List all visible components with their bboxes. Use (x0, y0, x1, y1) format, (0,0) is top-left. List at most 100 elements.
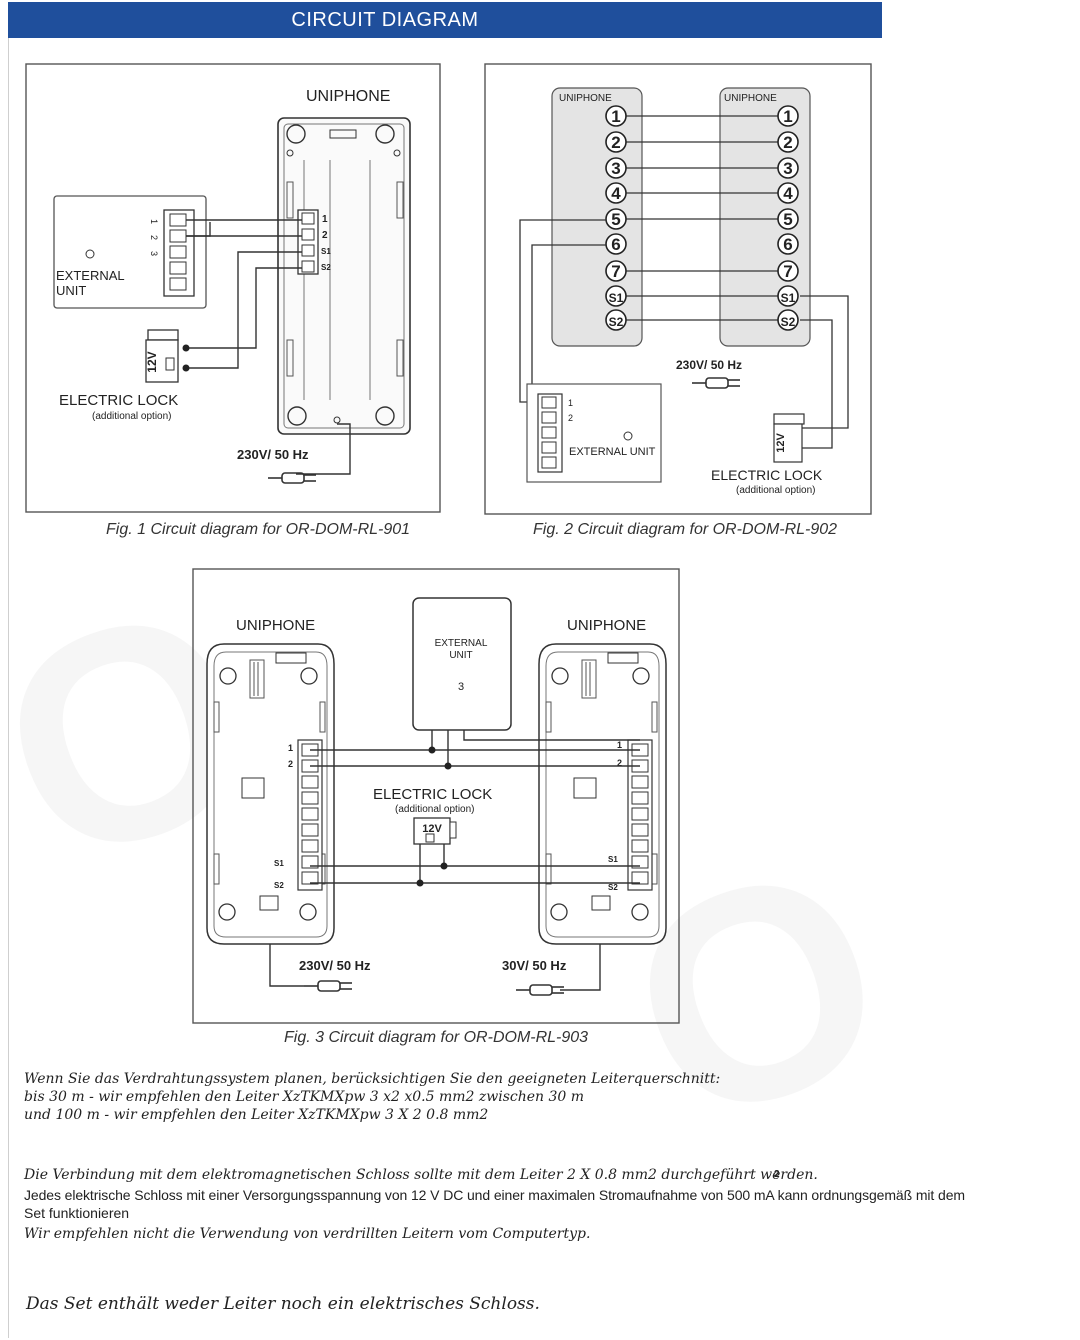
fig2-left-terminal-5: 5 (611, 210, 620, 229)
fig1-power-plug-icon (267, 472, 317, 484)
fig1-frame (25, 63, 441, 513)
fig3-frame (192, 568, 680, 1024)
fig1-external-terminal-1: 1 (149, 219, 159, 224)
note-cross-section: Wenn Sie das Verdrahtungssystem planen, … (24, 1071, 721, 1087)
fig1-electric-lock (145, 329, 179, 383)
fig3-external-unit-line2: UNIT (449, 650, 472, 661)
fig2-external-unit-label: EXTERNAL UNIT (569, 446, 656, 458)
fig3-uniphone-right-label: UNIPHONE (567, 617, 646, 634)
note-twisted-wires: Wir empfehlen nicht die Verwendung von v… (24, 1226, 591, 1242)
fig1-external-terminal-3: 3 (149, 251, 159, 256)
fig3-lock-voltage: 12V (422, 823, 442, 835)
fig2-left-terminal-1: 1 (611, 107, 620, 126)
footer-note: Das Set enthält weder Leiter noch ein el… (26, 1294, 540, 1314)
fig2-terminal-circle (605, 208, 627, 230)
header-title: CIRCUIT DIAGRAM (291, 8, 479, 31)
fig1-uniphone-label: UNIPHONE (306, 88, 390, 105)
fig2-terminal-circle (605, 182, 627, 204)
fig3-uniphone-right (538, 643, 667, 945)
fig3-right-terminal-2: 2 (617, 758, 622, 768)
fig3-external-unit-number: 3 (458, 681, 464, 693)
fig1-diagram: UNIPHONE 1 2 S1 S2 EXTER (25, 63, 441, 513)
fig2-terminal-circle (777, 182, 799, 204)
fig1-uniphone-terminal-s1: S1 (321, 247, 331, 256)
fig1-caption: Fig. 1 Circuit diagram for OR-DOM-RL-901 (106, 521, 411, 538)
fig3-left-terminal-s1: S1 (274, 859, 284, 868)
fig1-wires (186, 219, 351, 475)
fig1-electric-lock-label: ELECTRIC LOCK (59, 392, 178, 409)
fig3-right-terminal-slot (631, 791, 649, 805)
fig2-terminal-circle (605, 157, 627, 179)
fig3-wires (269, 730, 640, 991)
fig2-right-terminal-1: 1 (783, 107, 792, 126)
fig2-left-terminal-6: 6 (611, 235, 620, 254)
fig1-uniphone-terminal-s2: S2 (321, 263, 331, 272)
fig2-external-terminal-1: 1 (568, 398, 573, 408)
fig2-left-terminal-7: 7 (611, 262, 620, 281)
fig2-terminal-circle (605, 260, 627, 282)
fig1-uniphone-terminal-block (297, 209, 319, 275)
fig3-left-terminal-slot (301, 791, 319, 805)
fig3-right-terminal-slot (631, 775, 649, 789)
fig3-right-terminal-slot (631, 839, 649, 853)
fig2-additional-option: (additional option) (736, 485, 816, 496)
fig2-caption: Fig. 2 Circuit diagram for OR-DOM-RL-902 (533, 521, 838, 538)
fig2-terminal-circle (777, 131, 799, 153)
fig2-terminal-circle (777, 260, 799, 282)
fig2-left-terminal-2: 2 (611, 133, 620, 152)
fig2-terminal-circle (777, 233, 799, 255)
fig2-power-label: 230V/ 50 Hz (676, 358, 742, 372)
fig3-right-terminal-s2: S2 (608, 883, 618, 892)
fig3-diagram: UNIPHONE UNIPHONE (192, 568, 680, 1024)
fig2-terminal-circle (605, 105, 627, 127)
fig2-terminal-circle (605, 285, 627, 307)
fig2-frame (484, 63, 872, 515)
fig2-right-terminal-6: 6 (783, 235, 792, 254)
fig2-left-terminal-4: 4 (611, 184, 621, 203)
fig3-right-terminal-slot (631, 871, 649, 885)
fig1-additional-option: (additional option) (92, 411, 172, 422)
fig1-external-terminal-2: 2 (149, 235, 159, 240)
fig3-left-terminal-slot (301, 807, 319, 821)
fig2-external-terminal-block (537, 393, 563, 473)
fig3-terminal-slots (301, 743, 649, 885)
note-set-function: Set funktionieren (24, 1205, 130, 1221)
note-lock-connection: Die Verbindung mit dem elektromagnetisch… (24, 1167, 818, 1183)
fig2-terminal-circle (605, 233, 627, 255)
fig2-terminal-circle (777, 105, 799, 127)
fig3-left-terminal-slot (301, 855, 319, 869)
fig2-terminal-circle (777, 309, 799, 331)
fig1-uniphone-terminal-2: 2 (322, 230, 328, 241)
fig3-caption: Fig. 3 Circuit diagram for OR-DOM-RL-903 (284, 1029, 589, 1046)
fig2-electric-lock (773, 413, 805, 463)
fig3-right-terminal-s1: S1 (608, 855, 618, 864)
note-any-lock: Jedes elektrische Schloss mit einer Vers… (24, 1187, 965, 1203)
fig1-power-label: 230V/ 50 Hz (237, 447, 309, 462)
fig2-right-terminal-3: 3 (783, 159, 792, 178)
fig3-power-plug-left-icon (303, 980, 353, 992)
fig1-uniphone-terminal-1: 1 (322, 214, 328, 225)
fig3-left-terminal-slot (301, 839, 319, 853)
fig2-power-plug-icon (691, 377, 741, 389)
fig1-uniphone-body (277, 117, 411, 435)
fig1-lock-voltage: 12V (145, 351, 159, 372)
fig1-external-unit-line1: EXTERNAL (56, 268, 125, 283)
fig3-power-right-label: 30V/ 50 Hz (502, 958, 567, 973)
fig2-left-terminal-s2: S2 (609, 315, 624, 329)
fig3-power-plug-right-icon (515, 984, 565, 996)
fig3-electric-lock-label: ELECTRIC LOCK (373, 786, 492, 803)
fig1-external-terminal-block (163, 209, 195, 297)
fig2-uniphone-right-label: UNIPHONE (724, 93, 777, 104)
fig3-additional-option: (additional option) (395, 804, 475, 815)
fig2-right-terminal-s1: S1 (781, 291, 796, 305)
fig3-left-terminal-slot (301, 823, 319, 837)
note-mark: 2 (774, 1169, 780, 1180)
header-bar: CIRCUIT DIAGRAM (8, 2, 882, 38)
fig2-external-terminal-2: 2 (568, 413, 573, 423)
fig1-external-unit-line2: UNIT (56, 283, 86, 298)
fig3-uniphone-left (206, 643, 335, 945)
fig3-right-terminal-slot (631, 855, 649, 869)
fig3-right-terminal-slot (631, 807, 649, 821)
